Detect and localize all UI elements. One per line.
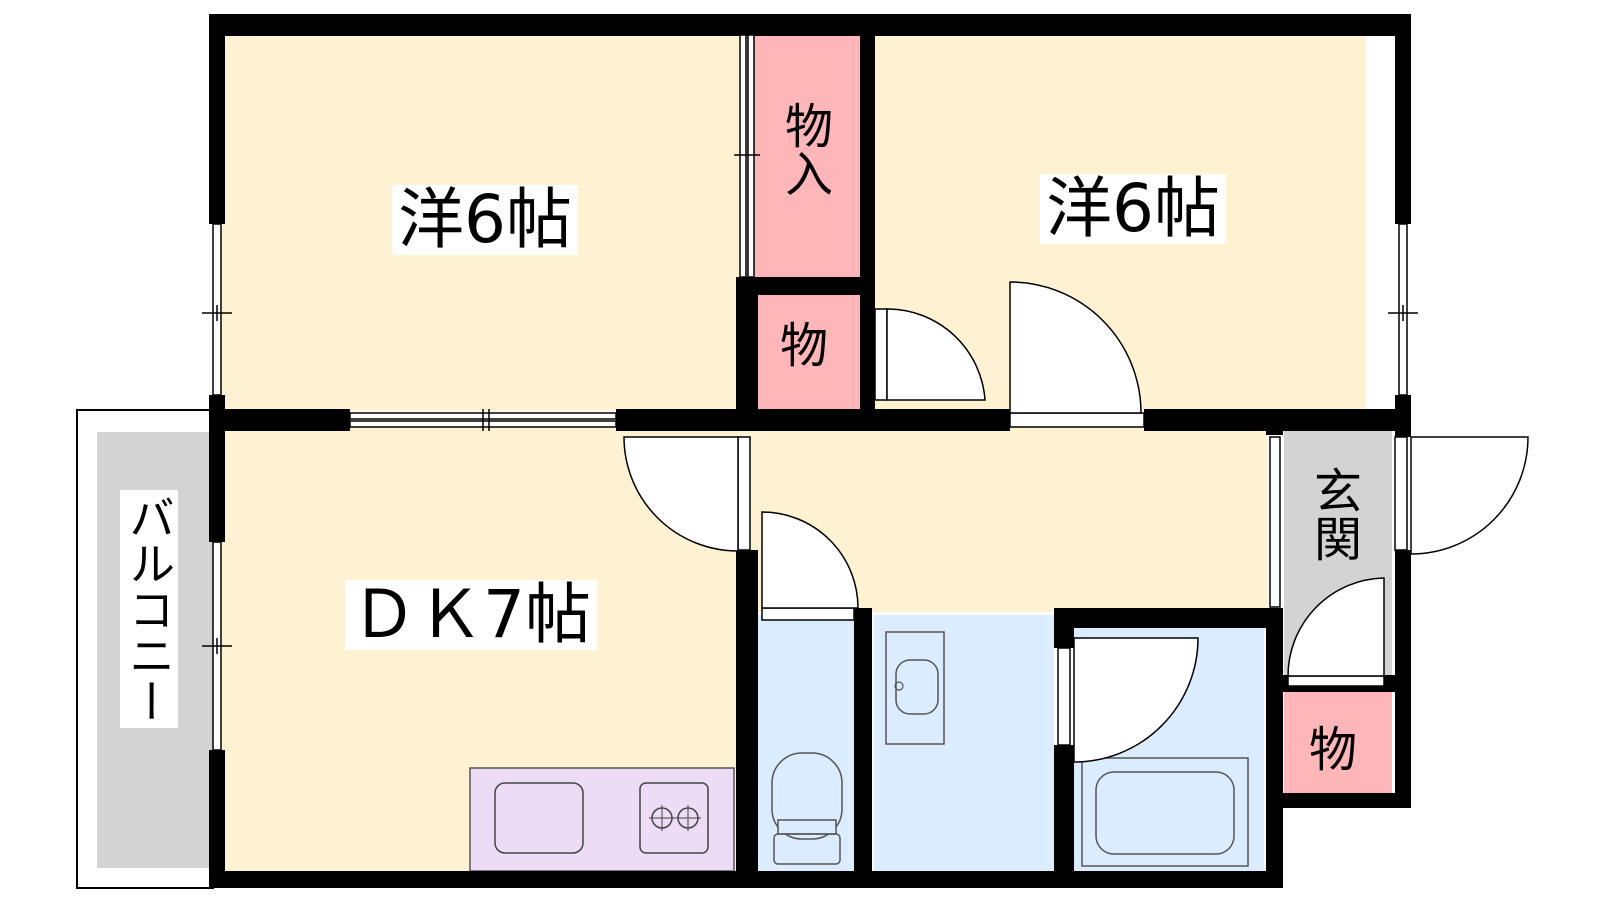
sink-icon — [494, 782, 584, 854]
kitchen-counter — [469, 767, 735, 872]
entrance-storage-label: 物 — [1307, 722, 1360, 778]
walls — [209, 14, 1411, 888]
room-label-east-bedroom: 洋6帖 — [1040, 174, 1226, 244]
window-icon — [202, 223, 1418, 751]
bathtub-icon — [1081, 757, 1249, 867]
closet-label-large: 物入 — [776, 97, 832, 201]
washroom-floor — [874, 615, 1054, 875]
door-swing-icon — [623, 281, 1529, 763]
balcony-label: バルコニー — [120, 490, 178, 728]
washbasin-icon — [885, 631, 945, 745]
toilet-icon — [771, 752, 843, 865]
stove-icon — [639, 782, 709, 854]
entrance-label: 玄関 — [1305, 462, 1361, 566]
sliding-door-icon — [349, 34, 760, 431]
room-label-west-bedroom: 洋6帖 — [392, 185, 578, 255]
closet-label-small: 物 — [778, 318, 831, 374]
room-label-dining-kitchen: ＤＫ7帖 — [345, 580, 597, 650]
